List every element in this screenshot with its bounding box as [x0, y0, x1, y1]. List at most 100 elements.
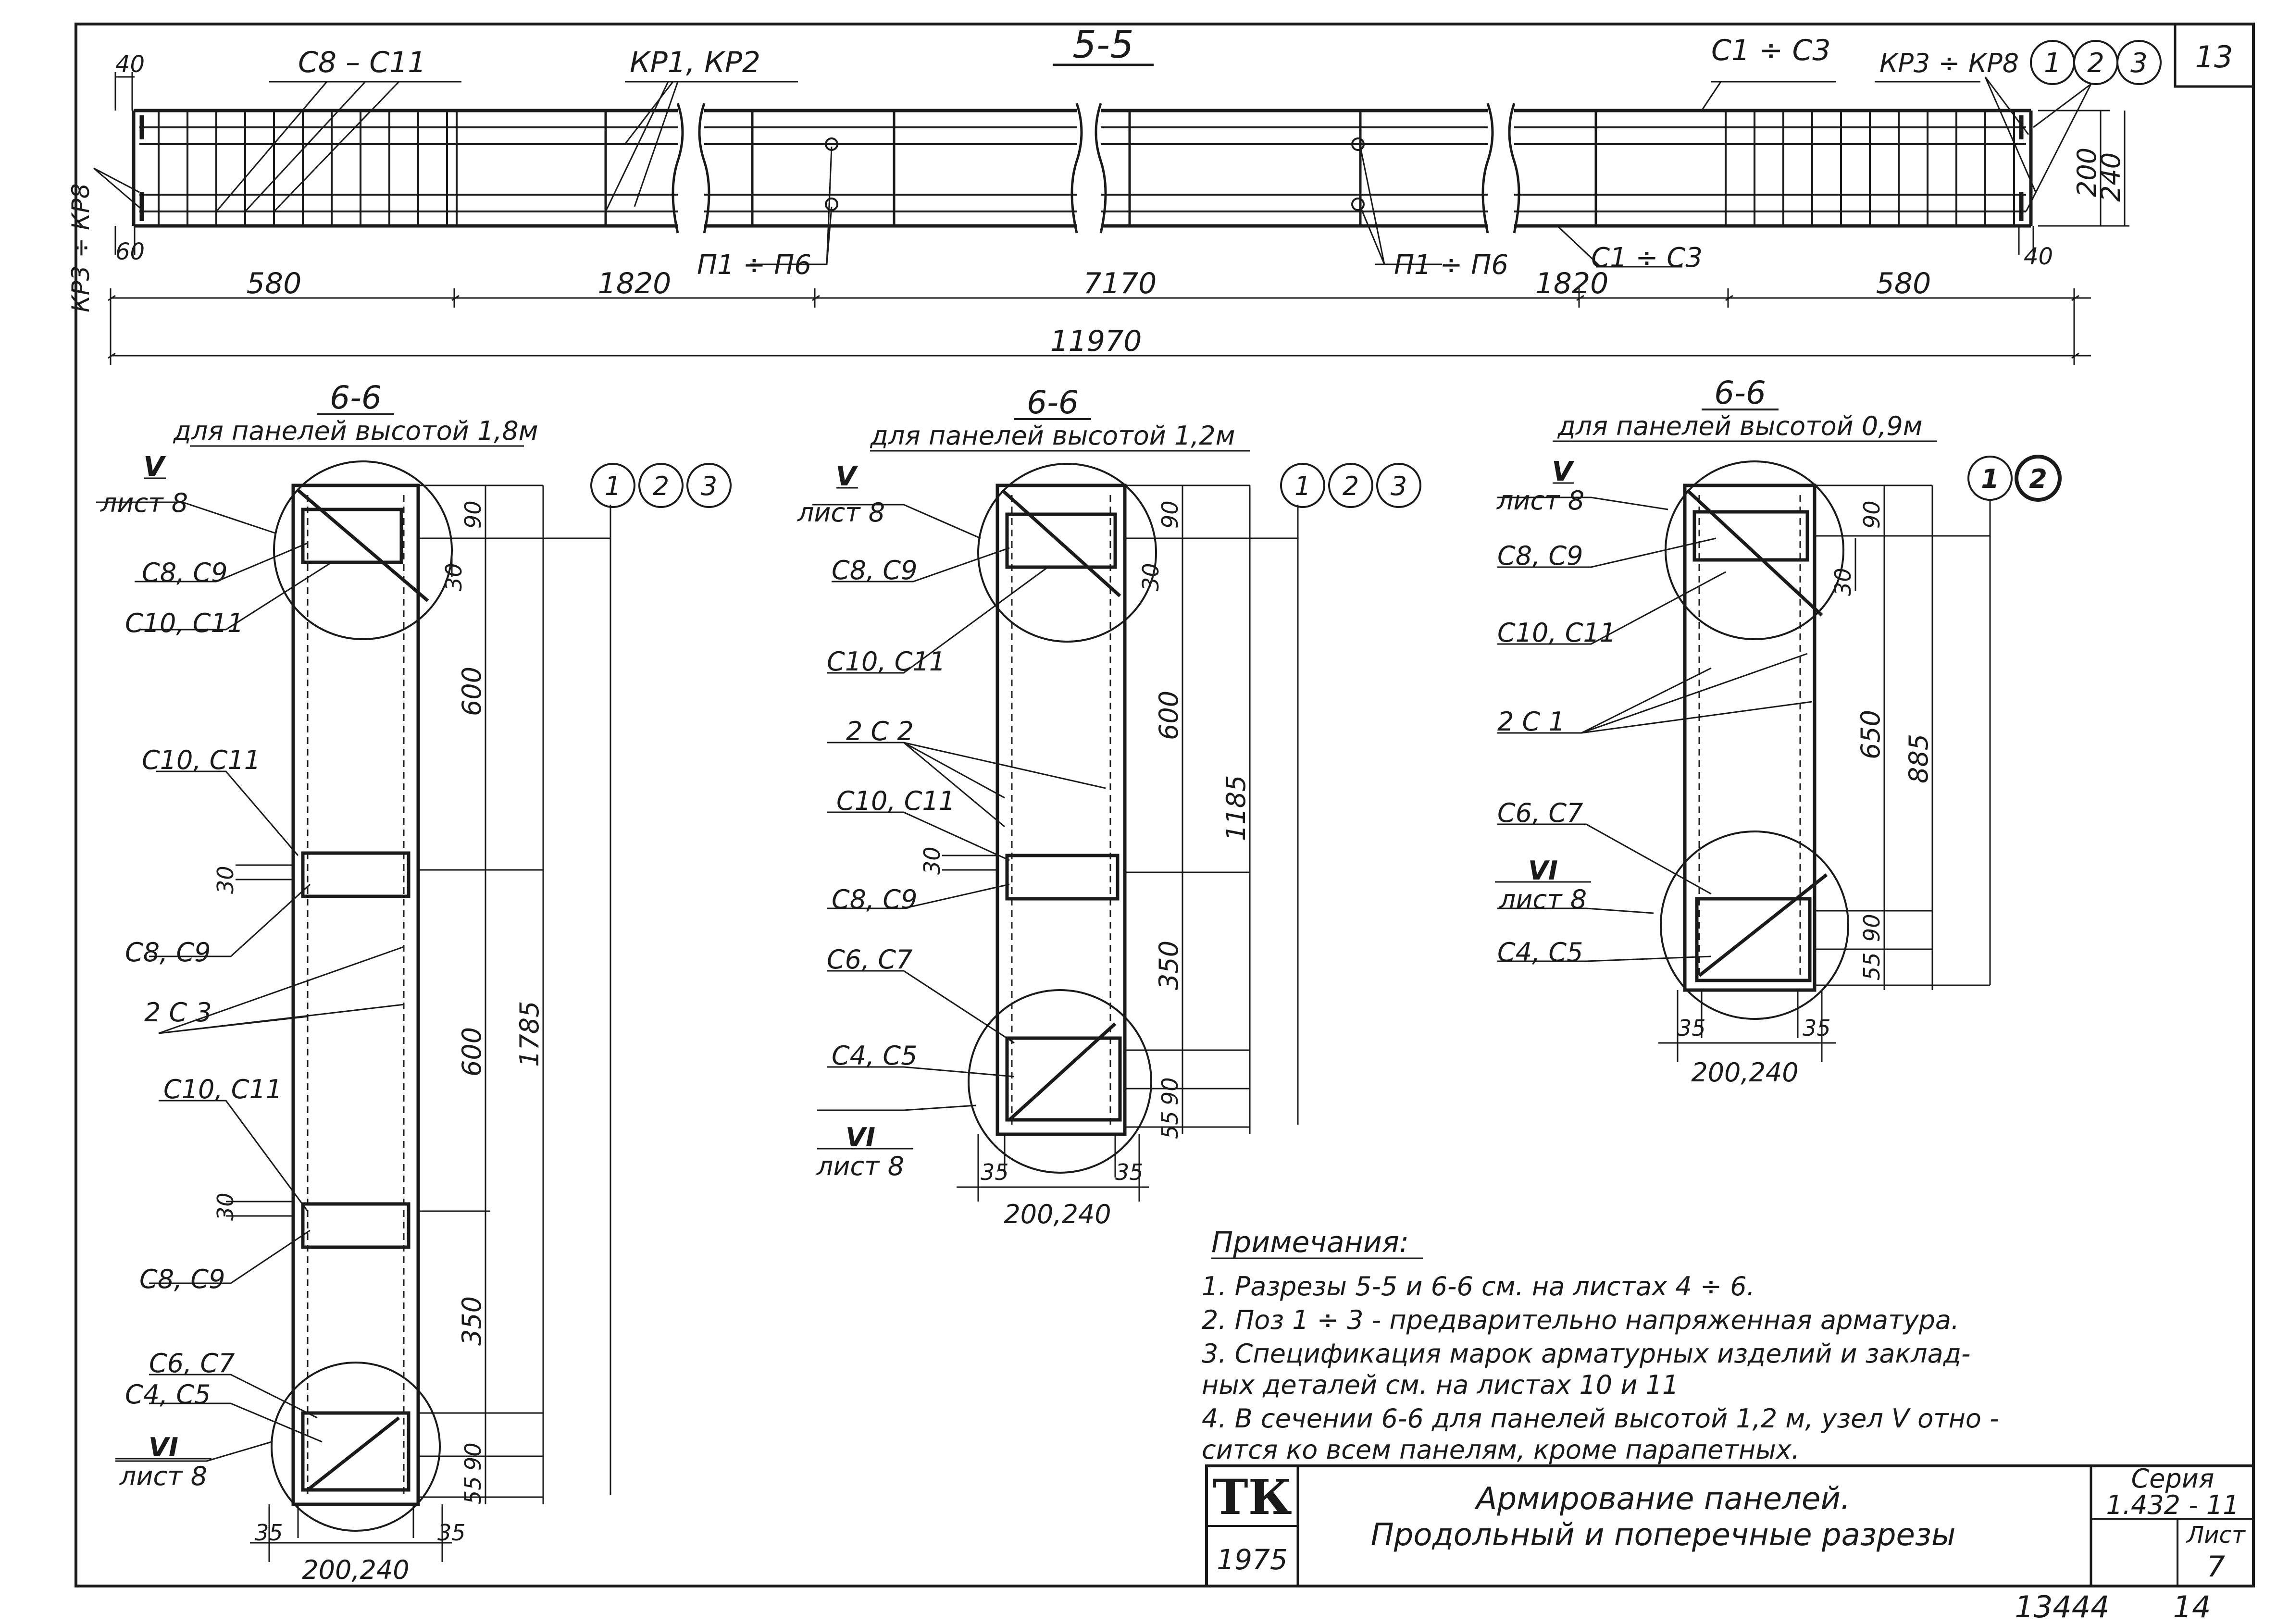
dim-18-90-bot: 90 [460, 1442, 486, 1471]
node-circle-vi-18 [271, 1362, 441, 1532]
dim-12-30-top: 30 [1138, 563, 1164, 591]
dim-1820-right: 1820 [1535, 267, 1609, 300]
cross-section-0-9m: 6-6 для панелей высотой 0,9м V лист 8 С8… [1495, 374, 2062, 1088]
label-12-c6-c7: С6, С7 [827, 944, 912, 975]
notes-block: Примечания: 1. Разрезы 5-5 и 6-6 см. на … [1202, 1226, 1999, 1465]
title-block: ТК 1975 Армирование панелей. Продольный … [1205, 1463, 2255, 1587]
dim-12-90-top: 90 [1157, 500, 1183, 529]
marker-12-1: 1 [1294, 471, 1311, 501]
dim-18-30-low: 30 [212, 1192, 238, 1221]
label-12-c10-c11-a: С10, С11 [827, 646, 946, 677]
node-circle-v-18 [273, 460, 453, 640]
dim-18-600-b: 600 [457, 1027, 487, 1077]
logo-tk: ТК [1212, 1469, 1292, 1525]
leaders-5-5 [93, 76, 2092, 268]
end-mesh-left [158, 111, 458, 226]
cages-09 [1692, 510, 1812, 982]
end-mesh-right [1725, 111, 2015, 226]
dimensions-09 [1658, 484, 1991, 1062]
cross-section-1-8m: 6-6 для панелей высотой 1,8м V лист 8 С8… [96, 379, 732, 1585]
label-kp3-kp8-top: КР3 ÷ КР8 [1879, 48, 2019, 78]
label-kp3-kp8-left: КР3 ÷ КР8 [67, 183, 95, 312]
label-12-2c2: 2 С 2 [846, 716, 914, 746]
label-09-c10-c11: С10, С11 [1497, 618, 1616, 648]
label-18-c10-c11-c: С10, С11 [163, 1074, 282, 1104]
node-ref-vi-numeral-12: VI [846, 1122, 875, 1153]
node-circle-v-12 [977, 463, 1157, 643]
marker-09-2: 2 [2029, 464, 2047, 494]
node-ref-v-numeral-18: V [143, 451, 166, 483]
label-12-c8-c9-a: С8, С9 [832, 555, 917, 585]
dim-580-left: 580 [247, 267, 302, 300]
dim-1820-left: 1820 [598, 267, 672, 300]
marker-12-3: 3 [1391, 471, 1407, 501]
node-ref-vi-09: VI лист 8 [1495, 855, 1591, 915]
node-ref-vi-18: VI лист 8 [115, 1432, 212, 1491]
dim-12-width: 200,240 [1004, 1199, 1111, 1229]
node-circle-vi-12 [968, 989, 1152, 1174]
dimensions-18 [226, 484, 611, 1562]
marker-1: 1 [2044, 48, 2061, 79]
dim-18-350: 350 [457, 1296, 487, 1346]
dim-09-650: 650 [1855, 710, 1886, 759]
label-p1-p6-right: П1 ÷ П6 [1394, 249, 1508, 281]
node-ref-v-sheet-12: лист 8 [797, 497, 885, 528]
marker-09-1: 1 [1981, 464, 1999, 494]
dim-200: 200 [2072, 148, 2102, 197]
dim-18-600-a: 600 [457, 667, 487, 716]
marker-12-2: 2 [1343, 471, 1359, 501]
label-09-c8-c9: С8, С9 [1497, 541, 1583, 571]
cross-section-1-2m: 6-6 для панелей высотой 1,2м V лист 8 С8… [797, 384, 1421, 1229]
label-c1-c3-bottom: С1 ÷ С3 [1591, 242, 1703, 273]
markers-12: 1 2 3 [1280, 463, 1421, 508]
dim-18-35-r: 35 [437, 1520, 466, 1546]
dim-12-90-bot: 90 [1157, 1077, 1183, 1105]
node-ref-v-sheet-09: лист 8 [1496, 485, 1584, 516]
markers-09: 1 2 [1967, 455, 2062, 502]
leaders-09 [1497, 496, 1813, 962]
title-line-2: Продольный и поперечные разрезы [1371, 1517, 1956, 1553]
label-18-c8-c9-c: С8, С9 [139, 1264, 225, 1294]
dim-09-30: 30 [1830, 568, 1856, 596]
note-line-3: 3. Спецификация марок арматурных изделий… [1202, 1339, 1970, 1369]
end-anchors [139, 115, 2024, 221]
dim-40-left: 40 [115, 51, 145, 78]
label-12-c10-c11-b: С10, С11 [836, 786, 955, 816]
dim-09-55: 55 [1859, 952, 1885, 980]
label-c1-c3-top: С1 ÷ С3 [1711, 34, 1831, 67]
dim-7170: 7170 [1083, 267, 1157, 300]
note-line-1: 1. Разрезы 5-5 и 6-6 см. на листах 4 ÷ 6… [1202, 1271, 1755, 1302]
break-marks [672, 103, 1520, 234]
dim-09-35-r: 35 [1803, 1015, 1831, 1041]
panel-outline-09 [1683, 483, 1817, 992]
dim-12-55: 55 [1157, 1111, 1183, 1139]
dim-18-30-top: 30 [441, 563, 467, 591]
marker-2: 2 [2087, 48, 2104, 79]
cages-12 [1005, 512, 1122, 1122]
label-18-c10-c11-b: С10, С11 [142, 745, 261, 775]
panel-outline-18 [291, 483, 420, 1506]
label-12-c8-c9-b: С8, С9 [832, 884, 917, 915]
sheet-label: Лист [2186, 1522, 2246, 1549]
series-value: 1.432 - 11 [2106, 1490, 2239, 1520]
markers-18: 1 2 3 [590, 463, 732, 508]
label-09-c4-c5: С4, С5 [1497, 937, 1583, 967]
node-circle-vi-09 [1660, 831, 1849, 1020]
dim-12-35-r: 35 [1115, 1159, 1144, 1185]
dim-240: 240 [2096, 152, 2126, 202]
dim-18-55: 55 [460, 1476, 486, 1504]
anchor-dot [1351, 137, 1365, 151]
sheet-number-box: 13 [2174, 23, 2255, 88]
section-18-title: 6-6 [330, 379, 382, 416]
node-ref-vi-sheet-18: лист 8 [119, 1461, 207, 1491]
marker-3: 3 [2130, 48, 2148, 79]
leaders-12 [812, 504, 1106, 1111]
label-18-c4-c5: С4, С5 [125, 1379, 211, 1410]
dim-12-350: 350 [1154, 941, 1184, 990]
panel-outline-12 [995, 483, 1127, 1136]
title-year: 1975 [1217, 1543, 1288, 1576]
label-18-c10-c11-a: С10, С11 [125, 608, 244, 638]
node-ref-v-18: V лист 8 [100, 451, 188, 518]
longitudinal-section-5-5: 5-5 [67, 24, 2162, 365]
beam-outline [132, 109, 2033, 228]
